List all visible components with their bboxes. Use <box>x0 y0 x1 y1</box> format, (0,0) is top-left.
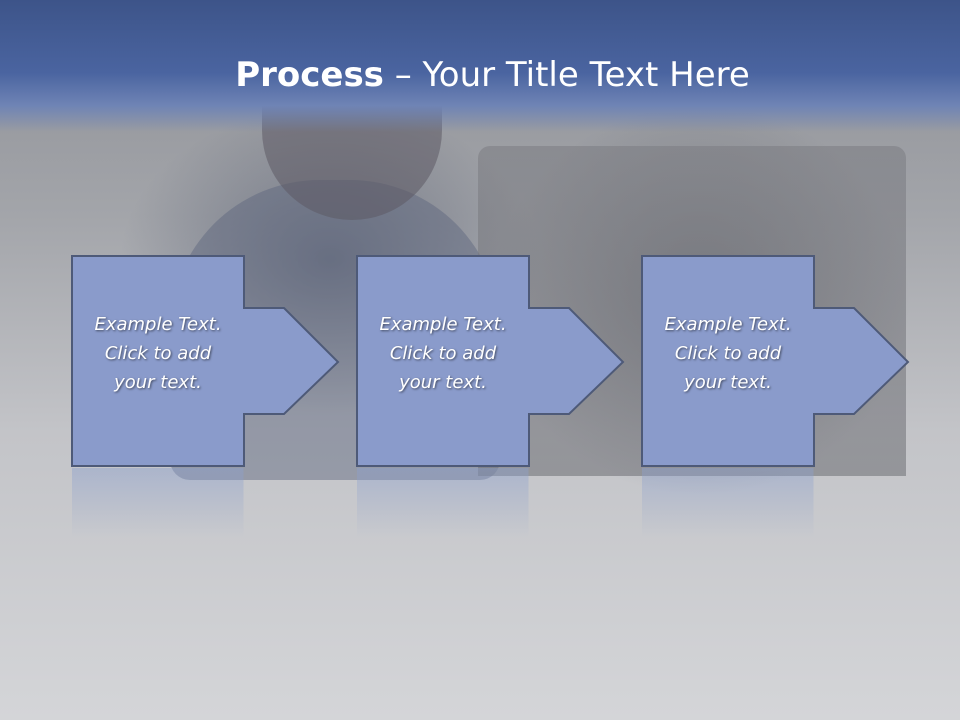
step-3-text[interactable]: Example Text. Click to add your text. <box>648 310 808 397</box>
title-bold-text: Process <box>235 55 384 95</box>
step-3-arrow-shape <box>641 255 910 467</box>
title-rest-text: – Your Title Text Here <box>383 55 750 95</box>
step-3-line-3: your text. <box>684 372 772 393</box>
process-step-3[interactable]: Example Text. Click to add your text. <box>641 255 910 468</box>
step-2-line-2: Click to add <box>389 343 497 364</box>
step-1-arrow-shape <box>71 255 340 467</box>
step-2-text[interactable]: Example Text. Click to add your text. <box>363 310 523 397</box>
step-1-text[interactable]: Example Text. Click to add your text. <box>78 310 238 397</box>
step-2-line-1: Example Text. <box>379 314 507 335</box>
step-3-reflection <box>642 468 814 538</box>
step-3-line-2: Click to add <box>674 343 782 364</box>
slide-title[interactable]: Process – Your Title Text Here <box>0 52 960 98</box>
step-2-line-3: your text. <box>399 372 487 393</box>
title-band <box>0 0 960 132</box>
process-step-1[interactable]: Example Text. Click to add your text. <box>71 255 340 468</box>
step-1-line-2: Click to add <box>104 343 212 364</box>
step-2-reflection <box>357 468 529 538</box>
step-1-reflection <box>72 468 244 538</box>
step-1-line-1: Example Text. <box>94 314 222 335</box>
step-2-arrow-shape <box>356 255 625 467</box>
step-1-line-3: your text. <box>114 372 202 393</box>
process-step-2[interactable]: Example Text. Click to add your text. <box>356 255 625 468</box>
step-3-line-1: Example Text. <box>664 314 792 335</box>
